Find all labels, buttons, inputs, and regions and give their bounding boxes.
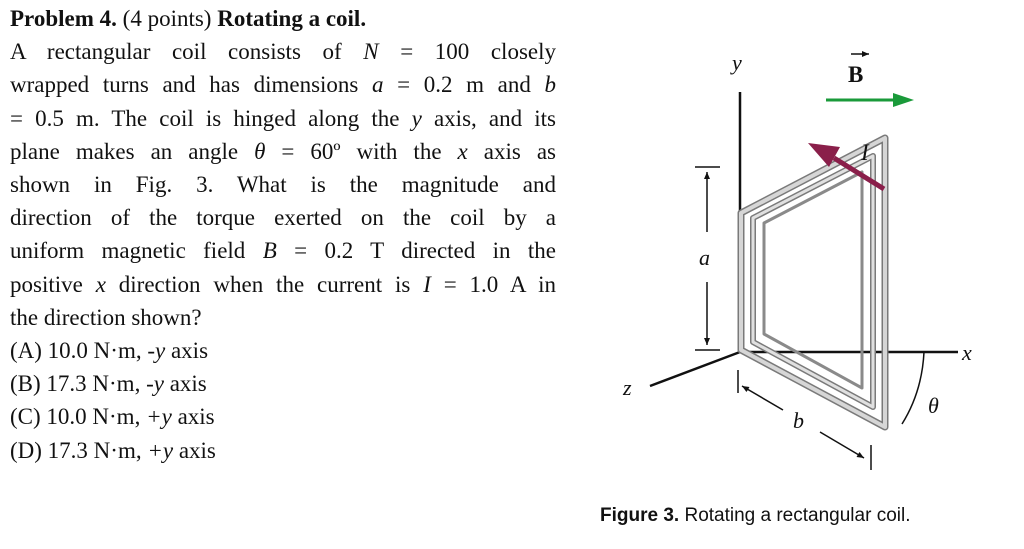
dimension-b: b (737, 370, 872, 470)
problem-text: Problem 4. (4 points) Rotating a coil. A… (10, 2, 556, 467)
theta-label: θ (928, 393, 939, 418)
dimension-b-label: b (793, 408, 804, 433)
coil (737, 134, 889, 431)
answer-options: (A) 10.0 N·m, -y axis (B) 17.3 N·m, -y a… (10, 334, 556, 467)
problem-line-1: A rectangular coil consists of N = 100 c… (10, 39, 556, 65)
problem-line-2: wrapped turns and has dimensions a = 0.2… (10, 72, 556, 98)
option-c: (C) 10.0 N·m, +y axis (10, 404, 215, 430)
problem-line-5: shown in Fig. 3. What is the magnitude a… (10, 172, 556, 198)
caption-label: Figure 3. (600, 505, 680, 526)
problem-title: Rotating a coil. (217, 6, 367, 31)
field-B-label: B (848, 62, 863, 87)
current-arrow (808, 143, 886, 192)
dimension-a-label: a (699, 245, 710, 270)
current-I-label: I (860, 140, 870, 165)
z-axis-label: z (622, 375, 632, 400)
caption-text: Rotating a rectangular coil. (679, 505, 911, 526)
problem-line-6: direction of the torque exerted on the c… (10, 205, 556, 231)
problem-heading: Problem 4. (4 points) Rotating a coil. (10, 2, 556, 35)
problem-number: Problem 4. (10, 6, 117, 31)
problem-line-8: positive x direction when the current is… (10, 271, 556, 297)
problem-points: (4 points) (122, 6, 212, 31)
problem-line-4: plane makes an angle θ = 60º with the x … (10, 138, 556, 164)
dimension-a: a (695, 166, 720, 351)
problem-line-3: = 0.5 m. The coil is hinged along the y … (10, 105, 556, 131)
option-d: (D) 17.3 N·m, +y axis (10, 437, 216, 463)
magnetic-field-arrow (826, 93, 914, 107)
option-b: (B) 17.3 N·m, -y axis (10, 371, 207, 397)
y-axis-label: y (730, 50, 742, 75)
option-a: (A) 10.0 N·m, -y axis (10, 338, 209, 364)
figure-caption: Figure 3. Rotating a rectangular coil. (600, 505, 910, 527)
problem-line-7: uniform magnetic field B = 0.2 T directe… (10, 238, 557, 264)
problem-line-9: the direction shown? (10, 304, 202, 330)
z-axis-line (649, 350, 741, 388)
theta-arc (901, 351, 925, 425)
x-axis-label: x (961, 340, 972, 365)
